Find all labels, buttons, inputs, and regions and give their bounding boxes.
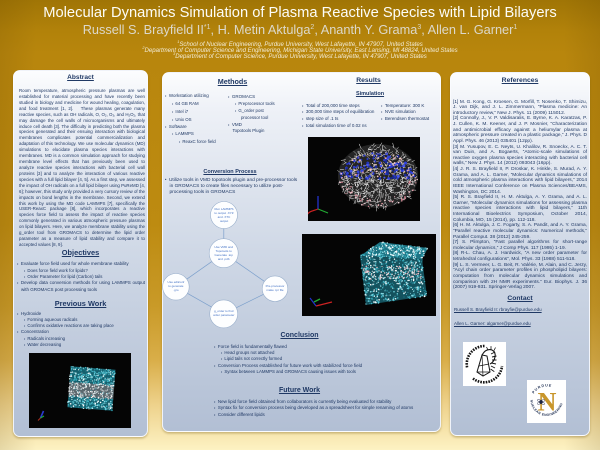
svg-text:Pre-processor: Pre-processor	[266, 284, 285, 288]
svg-text:to output .XYZ: to output .XYZ	[214, 211, 233, 215]
svg-text:g_order to find: g_order to find	[214, 309, 234, 313]
svg-text:order parameter: order parameter	[213, 313, 235, 317]
svg-text:Topotools to: Topotools to	[216, 249, 233, 253]
svg-text:Generate .top: Generate .top	[215, 253, 234, 257]
svg-text:N: N	[538, 388, 557, 417]
svg-text:Use VMD and: Use VMD and	[214, 245, 233, 249]
svg-text:to generate: to generate	[168, 284, 184, 288]
svg-text:and .pdb: and .pdb	[218, 257, 230, 261]
svg-text:Run LAMMPS: Run LAMMPS	[214, 207, 233, 211]
svg-text:Use editconf: Use editconf	[168, 280, 185, 284]
svg-text:make .tpr file: make .tpr file	[266, 288, 284, 292]
svg-text:and .XTC: and .XTC	[218, 215, 232, 219]
svg-text:.gro: .gro	[173, 288, 179, 292]
svg-text:output: output	[220, 219, 229, 223]
